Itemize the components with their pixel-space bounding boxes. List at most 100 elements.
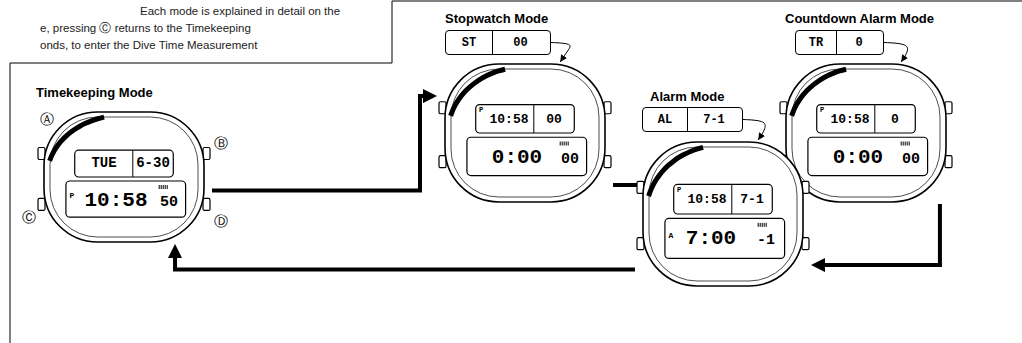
button-letter: Ⓐ — [40, 112, 54, 126]
watch-case — [786, 64, 946, 202]
upper-display — [476, 105, 575, 133]
mode-heading: Alarm Mode — [650, 90, 724, 103]
lcd-text: 00 — [546, 113, 562, 126]
lcd-text: 0 — [891, 113, 899, 126]
signal-bars — [903, 142, 904, 146]
display-callout: TR 0 — [795, 30, 884, 55]
watch-button — [203, 198, 210, 210]
lcd-text: A — [669, 232, 674, 240]
watch-case — [445, 64, 605, 202]
lcd-text: 50 — [160, 195, 178, 210]
lcd-text: AL — [658, 114, 672, 126]
upper-display — [75, 150, 174, 177]
watch-illustration — [36, 110, 212, 244]
manual-text: onds, to enter the Dive Time Measurement — [40, 40, 257, 52]
lcd-text: 10:58 — [84, 190, 147, 211]
watch-illustration — [437, 62, 613, 204]
signal-bars — [907, 142, 908, 146]
callout-divider — [687, 108, 688, 131]
lcd-text: 0:00 — [833, 147, 883, 168]
signal-bars — [901, 142, 902, 146]
signal-bars — [564, 142, 565, 146]
signal-bars — [568, 142, 569, 146]
lcd-text: TR — [809, 37, 823, 49]
display-divider — [874, 105, 875, 133]
watch-mode: Alarm ModeP10:587-1A7:00-1 — [635, 140, 811, 288]
lcd-text: 7-1 — [703, 114, 725, 126]
watch-button — [945, 156, 952, 168]
signal-bars — [905, 142, 906, 146]
lcd-text: P — [70, 192, 75, 200]
button-letter: Ⓑ — [214, 136, 228, 150]
display-callout: ST 00 — [445, 30, 551, 55]
callout-arrow — [884, 43, 908, 63]
lcd-text: 00 — [902, 152, 920, 167]
callout-arrow — [551, 43, 570, 63]
watch-button — [439, 156, 446, 168]
lcd-text: 7:00 — [686, 228, 736, 249]
button-letter: Ⓒ — [22, 210, 36, 224]
watch-illustration — [635, 140, 811, 288]
signal-bars — [161, 185, 162, 189]
mode-flow-arrow — [817, 204, 940, 265]
display-divider — [132, 150, 133, 177]
watch-mode: Timekeeping ModeTUE6-30P10:5850 — [36, 110, 212, 244]
signal-bars — [165, 185, 166, 189]
callout-divider — [836, 31, 837, 54]
signal-bars — [762, 223, 763, 227]
lcd-text: ST — [462, 37, 476, 49]
signal-bars — [566, 142, 567, 146]
mode-flow-arrow — [212, 96, 431, 190]
display-divider — [533, 105, 534, 133]
signal-bars — [562, 142, 563, 146]
callout-divider — [492, 31, 493, 54]
watch-mode: Stopwatch ModeP10:58000:0000 — [437, 62, 613, 204]
lcd-text: P — [820, 107, 824, 114]
watch-button — [604, 156, 611, 168]
lower-display — [66, 181, 186, 217]
mode-heading: Stopwatch Mode — [445, 12, 548, 25]
display-callout: AL 7-1 — [642, 107, 743, 132]
lower-display — [665, 218, 785, 258]
lcd-text: 6-30 — [136, 156, 170, 170]
lcd-text: 00 — [561, 152, 579, 167]
watch-bezel — [451, 69, 599, 197]
watch-bezel — [649, 147, 797, 281]
signal-bars — [758, 223, 759, 227]
manual-text: e, pressing Ⓒ returns to the Timekeeping — [40, 23, 251, 35]
watch-case — [44, 112, 204, 242]
watch-bezel — [792, 69, 940, 197]
upper-display — [817, 105, 916, 133]
signal-bars — [167, 185, 168, 189]
signal-bars — [766, 223, 767, 227]
watch-case — [643, 142, 803, 286]
lcd-text: P — [677, 187, 681, 194]
signal-bars — [909, 142, 910, 146]
lcd-text: TUE — [91, 156, 116, 170]
lcd-text: 10:58 — [687, 193, 726, 206]
lower-display — [467, 137, 587, 175]
signal-bars — [159, 185, 160, 189]
manual-text: Each mode is explained in detail on the — [140, 6, 340, 18]
callout-arrow — [743, 120, 765, 141]
watch-bezel — [50, 117, 198, 237]
mode-flow-arrow — [175, 250, 635, 270]
signal-bars — [764, 223, 765, 227]
signal-bars — [560, 142, 561, 146]
lower-display — [808, 137, 928, 175]
watch-button — [38, 198, 45, 210]
lcd-text: -1 — [757, 233, 775, 248]
lcd-text: 0 — [855, 37, 862, 49]
signal-bars — [760, 223, 761, 227]
button-letter: Ⓓ — [214, 214, 228, 228]
upper-display — [674, 184, 773, 214]
lcd-text: 10:58 — [830, 113, 869, 126]
lcd-text: 10:58 — [489, 113, 528, 126]
lcd-text: 0:00 — [492, 147, 542, 168]
mode-heading: Timekeeping Mode — [36, 86, 153, 99]
lcd-text: 00 — [513, 37, 527, 49]
signal-bars — [163, 185, 164, 189]
lcd-text: 7-1 — [740, 193, 763, 206]
lcd-text: P — [479, 107, 483, 114]
